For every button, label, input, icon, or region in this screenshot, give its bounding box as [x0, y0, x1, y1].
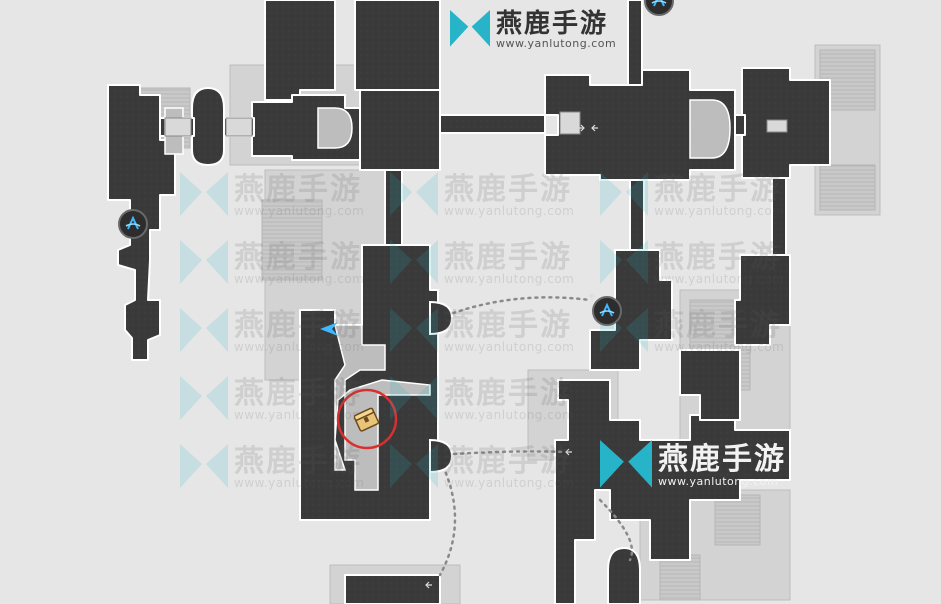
space-anchor-marker[interactable] — [118, 209, 148, 239]
space-anchor-icon — [125, 215, 141, 230]
space-anchor-icon — [599, 302, 615, 317]
space-anchor-icon — [651, 0, 667, 7]
door-arches — [429, 300, 454, 474]
connection-paths — [438, 296, 634, 577]
stairs — [164, 111, 788, 137]
player-arrow-icon — [320, 322, 338, 336]
treasure-chest-icon[interactable] — [354, 406, 380, 432]
target-highlight-circle[interactable] — [336, 388, 398, 450]
space-anchor-marker[interactable] — [592, 296, 622, 326]
